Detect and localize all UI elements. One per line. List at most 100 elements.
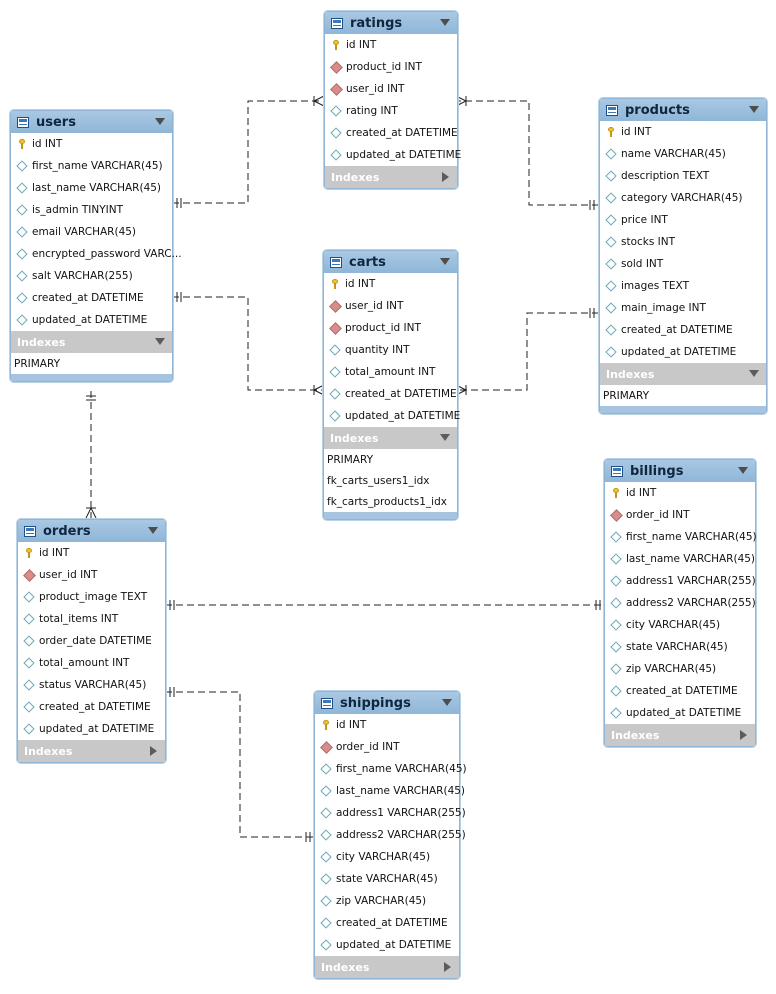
column-row[interactable]: total_amount INT [18,652,165,674]
column-row[interactable]: updated_at DATETIME [324,405,460,427]
column-row[interactable]: state VARCHAR(45) [315,868,459,890]
column-row[interactable]: created_at DATETIME [315,912,459,934]
column-row[interactable]: order_id INT [605,504,755,526]
column-row[interactable]: first_name VARCHAR(45) [11,155,172,177]
column-row[interactable]: zip VARCHAR(45) [605,658,755,680]
indexes-header[interactable]: Indexes [600,363,766,385]
collapse-arrow-icon[interactable] [738,467,748,474]
column-row[interactable]: id INT [11,133,172,155]
table-header[interactable]: shippings [315,692,459,714]
indexes-header[interactable]: Indexes [18,740,165,762]
table-header[interactable]: ratings [325,12,457,34]
column-row[interactable]: product_id INT [325,56,457,78]
collapse-arrow-icon[interactable] [148,527,158,534]
column-row[interactable]: updated_at DATETIME [605,702,755,724]
column-row[interactable]: created_at DATETIME [18,696,165,718]
index-item[interactable]: PRIMARY [327,453,374,466]
column-row[interactable]: id INT [315,714,459,736]
column-row[interactable]: order_date DATETIME [18,630,165,652]
column-row[interactable]: id INT [324,273,457,295]
column-row[interactable]: city VARCHAR(45) [315,846,459,868]
column-row[interactable]: updated_at DATETIME [18,718,165,740]
column-row[interactable]: first_name VARCHAR(45) [315,758,467,780]
column-row[interactable]: description TEXT [600,165,766,187]
indexes-header[interactable]: Indexes [325,166,457,188]
column-row[interactable]: user_id INT [325,78,457,100]
column-row[interactable]: id INT [605,482,755,504]
column-row[interactable]: created_at DATETIME [605,680,755,702]
column-row[interactable]: address1 VARCHAR(255) [315,802,466,824]
column-row[interactable]: created_at DATETIME [325,122,458,144]
column-row[interactable]: status VARCHAR(45) [18,674,165,696]
column-row[interactable]: total_amount INT [324,361,457,383]
column-row[interactable]: updated_at DATETIME [325,144,461,166]
column-row[interactable]: user_id INT [18,564,165,586]
indexes-header[interactable]: Indexes [605,724,755,746]
collapse-arrow-icon[interactable] [440,19,450,26]
column-row[interactable]: total_items INT [18,608,165,630]
column-row[interactable]: encrypted_password VARC... [11,243,182,265]
column-row[interactable]: city VARCHAR(45) [605,614,755,636]
collapse-arrow-icon[interactable] [155,118,165,125]
column-row[interactable]: updated_at DATETIME [315,934,459,956]
column-row[interactable]: id INT [325,34,457,56]
table-header[interactable]: billings [605,460,755,482]
collapse-arrow-icon[interactable] [442,699,452,706]
column-row[interactable]: user_id INT [324,295,457,317]
column-row[interactable]: address1 VARCHAR(255) [605,570,756,592]
column-row[interactable]: created_at DATETIME [600,319,766,341]
column-row[interactable]: sold INT [600,253,766,275]
chevron-right-icon[interactable] [444,962,451,972]
column-row[interactable]: created_at DATETIME [11,287,172,309]
column-row[interactable]: last_name VARCHAR(45) [315,780,465,802]
index-item[interactable]: PRIMARY [14,357,61,370]
column-row[interactable]: address2 VARCHAR(255) [315,824,466,846]
column-row[interactable]: salt VARCHAR(255) [11,265,172,287]
column-row[interactable]: zip VARCHAR(45) [315,890,459,912]
column-row[interactable]: updated_at DATETIME [11,309,172,331]
column-row[interactable]: is_admin TINYINT [11,199,172,221]
column-row[interactable]: id INT [600,121,766,143]
indexes-header[interactable]: Indexes [11,331,172,353]
column-row[interactable]: first_name VARCHAR(45) [605,526,757,548]
chevron-down-icon[interactable] [749,370,759,377]
column-row[interactable]: quantity INT [324,339,457,361]
column-row[interactable]: email VARCHAR(45) [11,221,172,243]
column-row[interactable]: category VARCHAR(45) [600,187,766,209]
column-row[interactable]: product_id INT [324,317,457,339]
indexes-header[interactable]: Indexes [324,427,457,449]
column-row[interactable]: order_id INT [315,736,459,758]
chevron-down-icon[interactable] [440,434,450,441]
column-row[interactable]: product_image TEXT [18,586,165,608]
table-header[interactable]: orders [18,520,165,542]
column-row[interactable]: rating INT [325,100,457,122]
column-row[interactable]: stocks INT [600,231,766,253]
chevron-right-icon[interactable] [150,746,157,756]
chevron-right-icon[interactable] [442,172,449,182]
collapse-arrow-icon[interactable] [440,258,450,265]
column-row[interactable]: state VARCHAR(45) [605,636,755,658]
column-row[interactable]: name VARCHAR(45) [600,143,766,165]
index-item[interactable]: fk_carts_products1_idx [327,495,447,508]
indexes-header[interactable]: Indexes [315,956,459,978]
column-row[interactable]: created_at DATETIME [324,383,457,405]
table-header[interactable]: products [600,99,766,121]
table-header[interactable]: users [11,111,172,133]
column-row[interactable]: images TEXT [600,275,766,297]
column-row[interactable]: main_image INT [600,297,766,319]
column-row[interactable]: last_name VARCHAR(45) [11,177,172,199]
chevron-right-icon[interactable] [740,730,747,740]
chevron-down-icon[interactable] [155,338,165,345]
collapse-arrow-icon[interactable] [749,106,759,113]
column-row[interactable]: updated_at DATETIME [600,341,766,363]
column-row[interactable]: price INT [600,209,766,231]
table-header[interactable]: carts [324,251,457,273]
column-row[interactable]: last_name VARCHAR(45) [605,548,755,570]
